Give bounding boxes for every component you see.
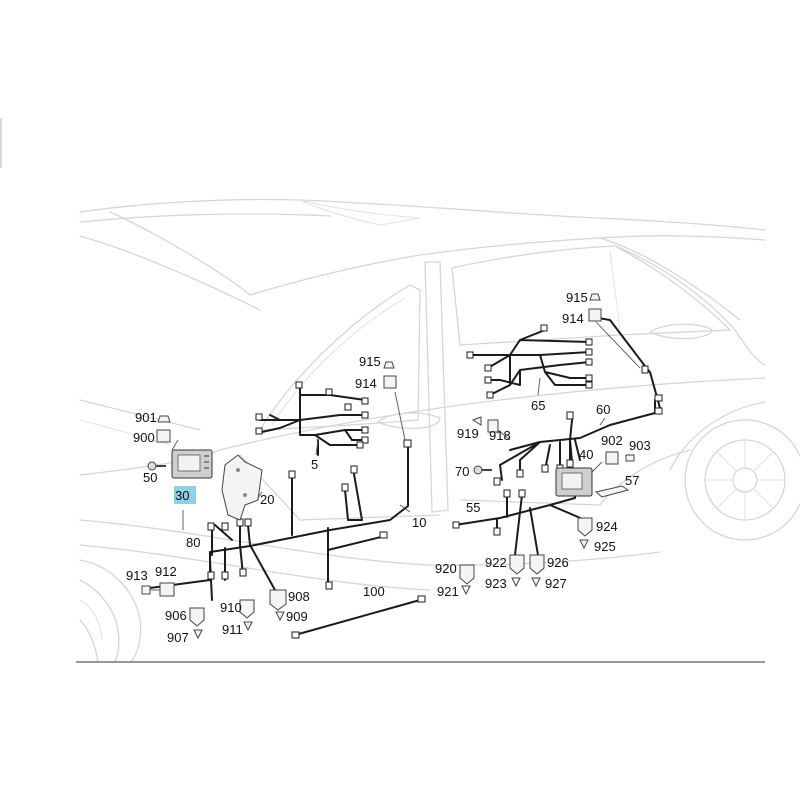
label-920[interactable]: 920: [435, 561, 457, 576]
label-909[interactable]: 909: [286, 609, 308, 624]
label-55[interactable]: 55: [466, 500, 480, 515]
label-906[interactable]: 906: [165, 608, 187, 623]
label-907[interactable]: 907: [167, 630, 189, 645]
label-65[interactable]: 65: [531, 398, 545, 413]
control-unit-40[interactable]: [555, 467, 593, 497]
wiring-harnesses: [149, 317, 661, 636]
label-927[interactable]: 927: [545, 576, 567, 591]
label-911[interactable]: 911: [222, 622, 243, 637]
label-925[interactable]: 925: [594, 539, 616, 554]
label-915-front[interactable]: 915: [359, 354, 381, 369]
label-100[interactable]: 100: [363, 584, 385, 599]
label-914-rear[interactable]: 914: [562, 311, 584, 326]
left-edge-mark: [0, 118, 2, 168]
label-60[interactable]: 60: [596, 402, 610, 417]
label-908[interactable]: 908: [288, 589, 310, 604]
label-10[interactable]: 10: [412, 515, 426, 530]
connectors: [207, 324, 663, 639]
label-50[interactable]: 50: [143, 470, 157, 485]
label-921[interactable]: 921: [437, 584, 459, 599]
label-924[interactable]: 924: [596, 519, 618, 534]
cover-57: [594, 485, 630, 498]
label-70[interactable]: 70: [455, 464, 469, 479]
label-926[interactable]: 926: [547, 555, 569, 570]
label-910[interactable]: 910: [220, 600, 242, 615]
label-923[interactable]: 923: [485, 576, 507, 591]
part-labels: 30 50 900 901 20 80 913 912 906 907 910 …: [126, 290, 651, 645]
label-40[interactable]: 40: [579, 447, 593, 462]
label-57[interactable]: 57: [625, 473, 639, 488]
label-918[interactable]: 918: [489, 428, 511, 443]
control-unit-30[interactable]: [171, 449, 213, 479]
label-903[interactable]: 903: [629, 438, 651, 453]
label-919[interactable]: 919: [457, 426, 479, 441]
small-parts: [141, 293, 635, 640]
bolt-50: [147, 461, 166, 471]
highlight-box-30: [174, 486, 196, 504]
label-913[interactable]: 913: [126, 568, 148, 583]
label-30[interactable]: 30: [175, 488, 189, 503]
bracket-20: [221, 454, 263, 521]
label-900[interactable]: 900: [133, 430, 155, 445]
label-914-front[interactable]: 914: [355, 376, 377, 391]
label-80[interactable]: 80: [186, 535, 200, 550]
label-901[interactable]: 901: [135, 410, 157, 425]
label-912[interactable]: 912: [155, 564, 177, 579]
label-922[interactable]: 922: [485, 555, 507, 570]
label-915-rear[interactable]: 915: [566, 290, 588, 305]
label-20[interactable]: 20: [260, 492, 274, 507]
bolt-70: [473, 465, 492, 475]
leader-lines: [150, 321, 641, 591]
label-902[interactable]: 902: [601, 433, 623, 448]
label-5[interactable]: 5: [311, 457, 318, 472]
